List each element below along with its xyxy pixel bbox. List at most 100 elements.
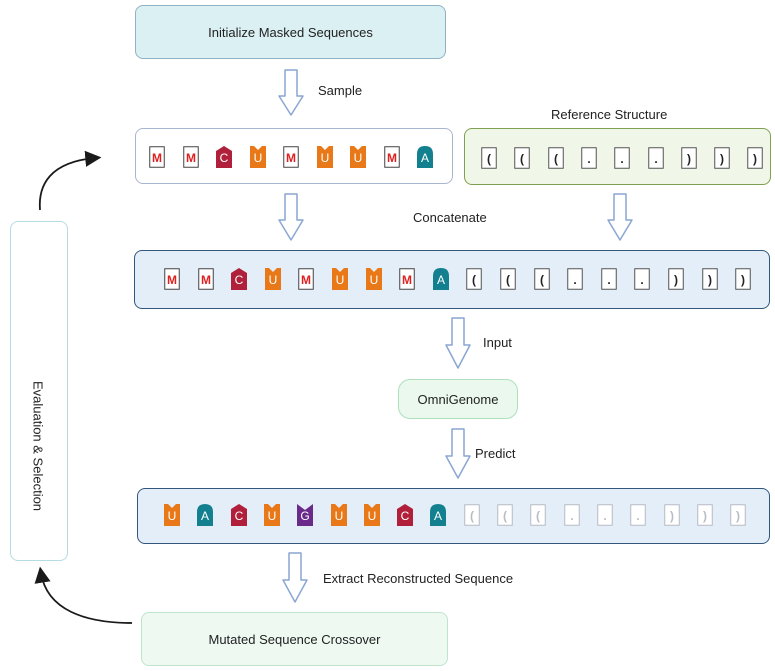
svg-text:M: M bbox=[152, 151, 162, 165]
svg-text:.: . bbox=[637, 509, 640, 523]
svg-text:U: U bbox=[369, 273, 378, 287]
svg-text:): ) bbox=[736, 509, 740, 523]
svg-text:.: . bbox=[641, 273, 644, 287]
evaluation-selection-label: Evaluation & Selection bbox=[30, 380, 46, 512]
input-label: Input bbox=[483, 335, 512, 350]
nucleotide-a-token: A bbox=[430, 504, 447, 526]
initialize-title: Initialize Masked Sequences bbox=[208, 24, 373, 40]
svg-text:U: U bbox=[354, 151, 363, 165]
nucleotide-a-token: A bbox=[432, 268, 449, 290]
nucleotide-c-token: C bbox=[230, 504, 247, 526]
svg-text:C: C bbox=[401, 509, 410, 523]
initialize-box: Initialize Masked Sequences bbox=[135, 5, 446, 59]
nucleotide-u-token: U bbox=[330, 504, 347, 526]
svg-text:): ) bbox=[720, 152, 724, 166]
dot-token: . bbox=[614, 147, 630, 169]
svg-text:(: ( bbox=[520, 152, 524, 166]
close-paren-token: ) bbox=[668, 268, 684, 290]
svg-text:U: U bbox=[320, 151, 329, 165]
svg-text:(: ( bbox=[470, 509, 474, 523]
close-paren-token: ) bbox=[701, 268, 718, 290]
svg-text:): ) bbox=[708, 273, 712, 287]
curved-arrow-top bbox=[38, 150, 102, 211]
open-paren-token: ( bbox=[533, 268, 550, 290]
dot-token: . bbox=[567, 268, 583, 290]
crossover-box: Mutated Sequence Crossover bbox=[141, 612, 448, 666]
nucleotide-c-token: C bbox=[397, 504, 414, 526]
svg-text:M: M bbox=[186, 151, 196, 165]
mask-token: M bbox=[197, 268, 214, 290]
open-paren-token: ( bbox=[547, 147, 564, 169]
svg-text:(: ( bbox=[536, 509, 540, 523]
svg-text:(: ( bbox=[472, 273, 476, 287]
nucleotide-u-token: U bbox=[249, 146, 266, 168]
block-arrow-sample bbox=[278, 69, 304, 116]
nucleotide-u-token: U bbox=[350, 146, 366, 168]
predict-label: Predict bbox=[475, 446, 516, 461]
svg-text:A: A bbox=[434, 509, 442, 523]
open-paren-token: ( bbox=[481, 147, 497, 169]
svg-text:U: U bbox=[268, 509, 277, 523]
mask-token: M bbox=[164, 268, 180, 290]
close-paren-token: ) bbox=[735, 268, 751, 290]
mask-token: M bbox=[399, 268, 415, 290]
evaluation-selection-box bbox=[10, 221, 68, 561]
svg-text:(: ( bbox=[487, 152, 491, 166]
svg-text:.: . bbox=[654, 152, 657, 166]
nucleotide-c-token: C bbox=[216, 146, 232, 168]
svg-text:U: U bbox=[268, 273, 277, 287]
svg-text:(: ( bbox=[554, 152, 558, 166]
dot-token: . bbox=[647, 147, 664, 169]
dot-token: . bbox=[597, 504, 613, 526]
svg-text:.: . bbox=[621, 152, 624, 166]
block-arrow-concat-right bbox=[607, 193, 633, 241]
block-arrow-predict bbox=[445, 428, 471, 479]
svg-text:U: U bbox=[367, 509, 376, 523]
nucleotide-a-token: A bbox=[197, 504, 214, 526]
close-paren-token: ) bbox=[714, 147, 730, 169]
svg-text:): ) bbox=[741, 273, 745, 287]
block-arrow-input bbox=[445, 317, 471, 369]
svg-text:.: . bbox=[574, 273, 577, 287]
svg-text:.: . bbox=[587, 152, 590, 166]
sample-label: Sample bbox=[318, 83, 363, 98]
close-paren-token: ) bbox=[681, 147, 697, 169]
svg-text:M: M bbox=[402, 273, 412, 287]
nucleotide-u-token: U bbox=[164, 504, 180, 526]
svg-text:): ) bbox=[670, 509, 674, 523]
svg-text:M: M bbox=[301, 273, 311, 287]
nucleotide-u-token: U bbox=[316, 146, 333, 168]
nucleotide-u-token: U bbox=[332, 268, 348, 290]
svg-text:A: A bbox=[201, 509, 209, 523]
dot-token: . bbox=[630, 504, 646, 526]
svg-text:C: C bbox=[234, 509, 243, 523]
svg-text:M: M bbox=[201, 273, 211, 287]
extract-label: Extract Reconstructed Sequence bbox=[323, 571, 514, 586]
svg-text:M: M bbox=[387, 151, 397, 165]
svg-text:): ) bbox=[753, 152, 757, 166]
svg-text:.: . bbox=[607, 273, 610, 287]
svg-text:M: M bbox=[167, 273, 177, 287]
open-paren-token: ( bbox=[497, 504, 513, 526]
dot-token: . bbox=[581, 147, 597, 169]
svg-text:G: G bbox=[301, 509, 310, 523]
nucleotide-u-token: U bbox=[264, 268, 281, 290]
svg-text:(: ( bbox=[540, 273, 544, 287]
svg-text:(: ( bbox=[503, 509, 507, 523]
svg-text:U: U bbox=[334, 509, 343, 523]
omnigenome-title: OmniGenome bbox=[417, 391, 499, 407]
curved-arrow-bottom bbox=[34, 566, 133, 624]
svg-text:U: U bbox=[168, 509, 177, 523]
nucleotide-g-token: G bbox=[297, 504, 314, 526]
svg-text:): ) bbox=[674, 273, 678, 287]
svg-text:): ) bbox=[703, 509, 707, 523]
close-paren-token: ) bbox=[730, 504, 746, 526]
svg-text:(: ( bbox=[506, 273, 510, 287]
reference-structure-label: Reference Structure bbox=[551, 107, 668, 122]
mask-token: M bbox=[182, 146, 199, 168]
svg-text:U: U bbox=[253, 151, 262, 165]
open-paren-token: ( bbox=[530, 504, 547, 526]
dot-token: . bbox=[601, 268, 617, 290]
svg-text:A: A bbox=[421, 151, 429, 165]
nucleotide-c-token: C bbox=[231, 268, 248, 290]
